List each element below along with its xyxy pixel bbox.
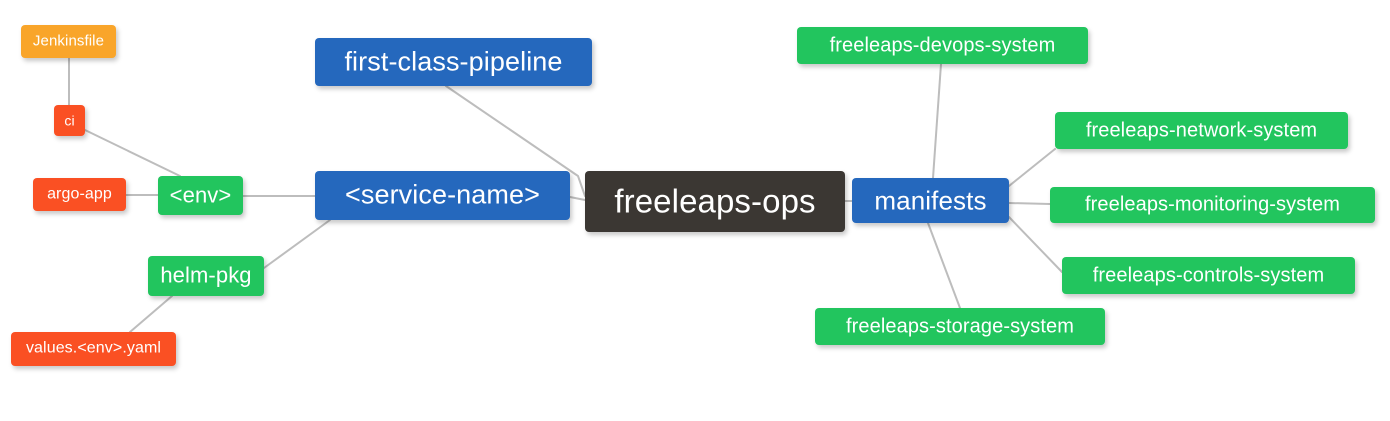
mindmap-node-jenkinsfile[interactable]: Jenkinsfile [21, 25, 116, 58]
mindmap-node-freeleaps-storage-system[interactable]: freeleaps-storage-system [815, 308, 1105, 345]
edge-env-to-ci [84, 129, 181, 177]
node-label-freeleaps-network-system: freeleaps-network-system [1085, 119, 1318, 141]
mindmap-node-freeleaps-network-system[interactable]: freeleaps-network-system [1055, 112, 1348, 149]
node-label-first-class-pipeline: first-class-pipeline [344, 46, 563, 76]
edge-manifests-to-freeleaps-storage-system [927, 222, 961, 309]
node-label-env: <env> [169, 182, 232, 207]
node-label-freeleaps-devops-system: freeleaps-devops-system [829, 34, 1056, 56]
node-label-service-name: <service-name> [345, 179, 540, 210]
edge-manifests-to-freeleaps-controls-system [1008, 216, 1063, 273]
node-label-argo-app: argo-app [47, 185, 112, 202]
edge-manifests-to-freeleaps-devops-system [932, 63, 942, 179]
node-label-ci: ci [64, 112, 75, 128]
mindmap-node-freeleaps-devops-system[interactable]: freeleaps-devops-system [797, 27, 1088, 64]
mindmap-node-helm-pkg[interactable]: helm-pkg [148, 256, 264, 296]
node-label-values-env-yaml: values.<env>.yaml [25, 339, 162, 357]
mindmap-node-freeleaps-monitoring-system[interactable]: freeleaps-monitoring-system [1050, 187, 1375, 223]
node-label-manifests: manifests [874, 185, 987, 215]
edge-manifests-to-freeleaps-monitoring-system [1008, 202, 1051, 205]
edge-helm-pkg-to-values-env-yaml [129, 295, 173, 333]
mindmap-node-values-env-yaml[interactable]: values.<env>.yaml [11, 332, 176, 366]
node-label-helm-pkg: helm-pkg [160, 262, 252, 288]
mindmap-node-env[interactable]: <env> [158, 176, 243, 215]
mindmap-node-service-name[interactable]: <service-name> [315, 171, 570, 220]
edge-service-name-to-helm-pkg [263, 219, 331, 269]
node-label-jenkinsfile: Jenkinsfile [32, 32, 105, 50]
node-label-freeleaps-monitoring-system: freeleaps-monitoring-system [1084, 193, 1340, 216]
edge-manifests-to-freeleaps-network-system [1008, 148, 1056, 187]
mindmap-node-first-class-pipeline[interactable]: first-class-pipeline [315, 38, 592, 86]
mindmap-node-freeleaps-ops[interactable]: freeleaps-ops [585, 171, 845, 232]
mindmap-node-manifests[interactable]: manifests [852, 178, 1009, 223]
mindmap-node-argo-app[interactable]: argo-app [33, 178, 126, 211]
mindmap-node-freeleaps-controls-system[interactable]: freeleaps-controls-system [1062, 257, 1355, 294]
edge-freeleaps-ops-to-service-name [569, 196, 586, 201]
node-label-freeleaps-controls-system: freeleaps-controls-system [1092, 264, 1325, 286]
node-label-freeleaps-ops: freeleaps-ops [614, 182, 816, 220]
node-label-freeleaps-storage-system: freeleaps-storage-system [845, 315, 1075, 337]
mindmap-node-ci[interactable]: ci [54, 105, 85, 136]
